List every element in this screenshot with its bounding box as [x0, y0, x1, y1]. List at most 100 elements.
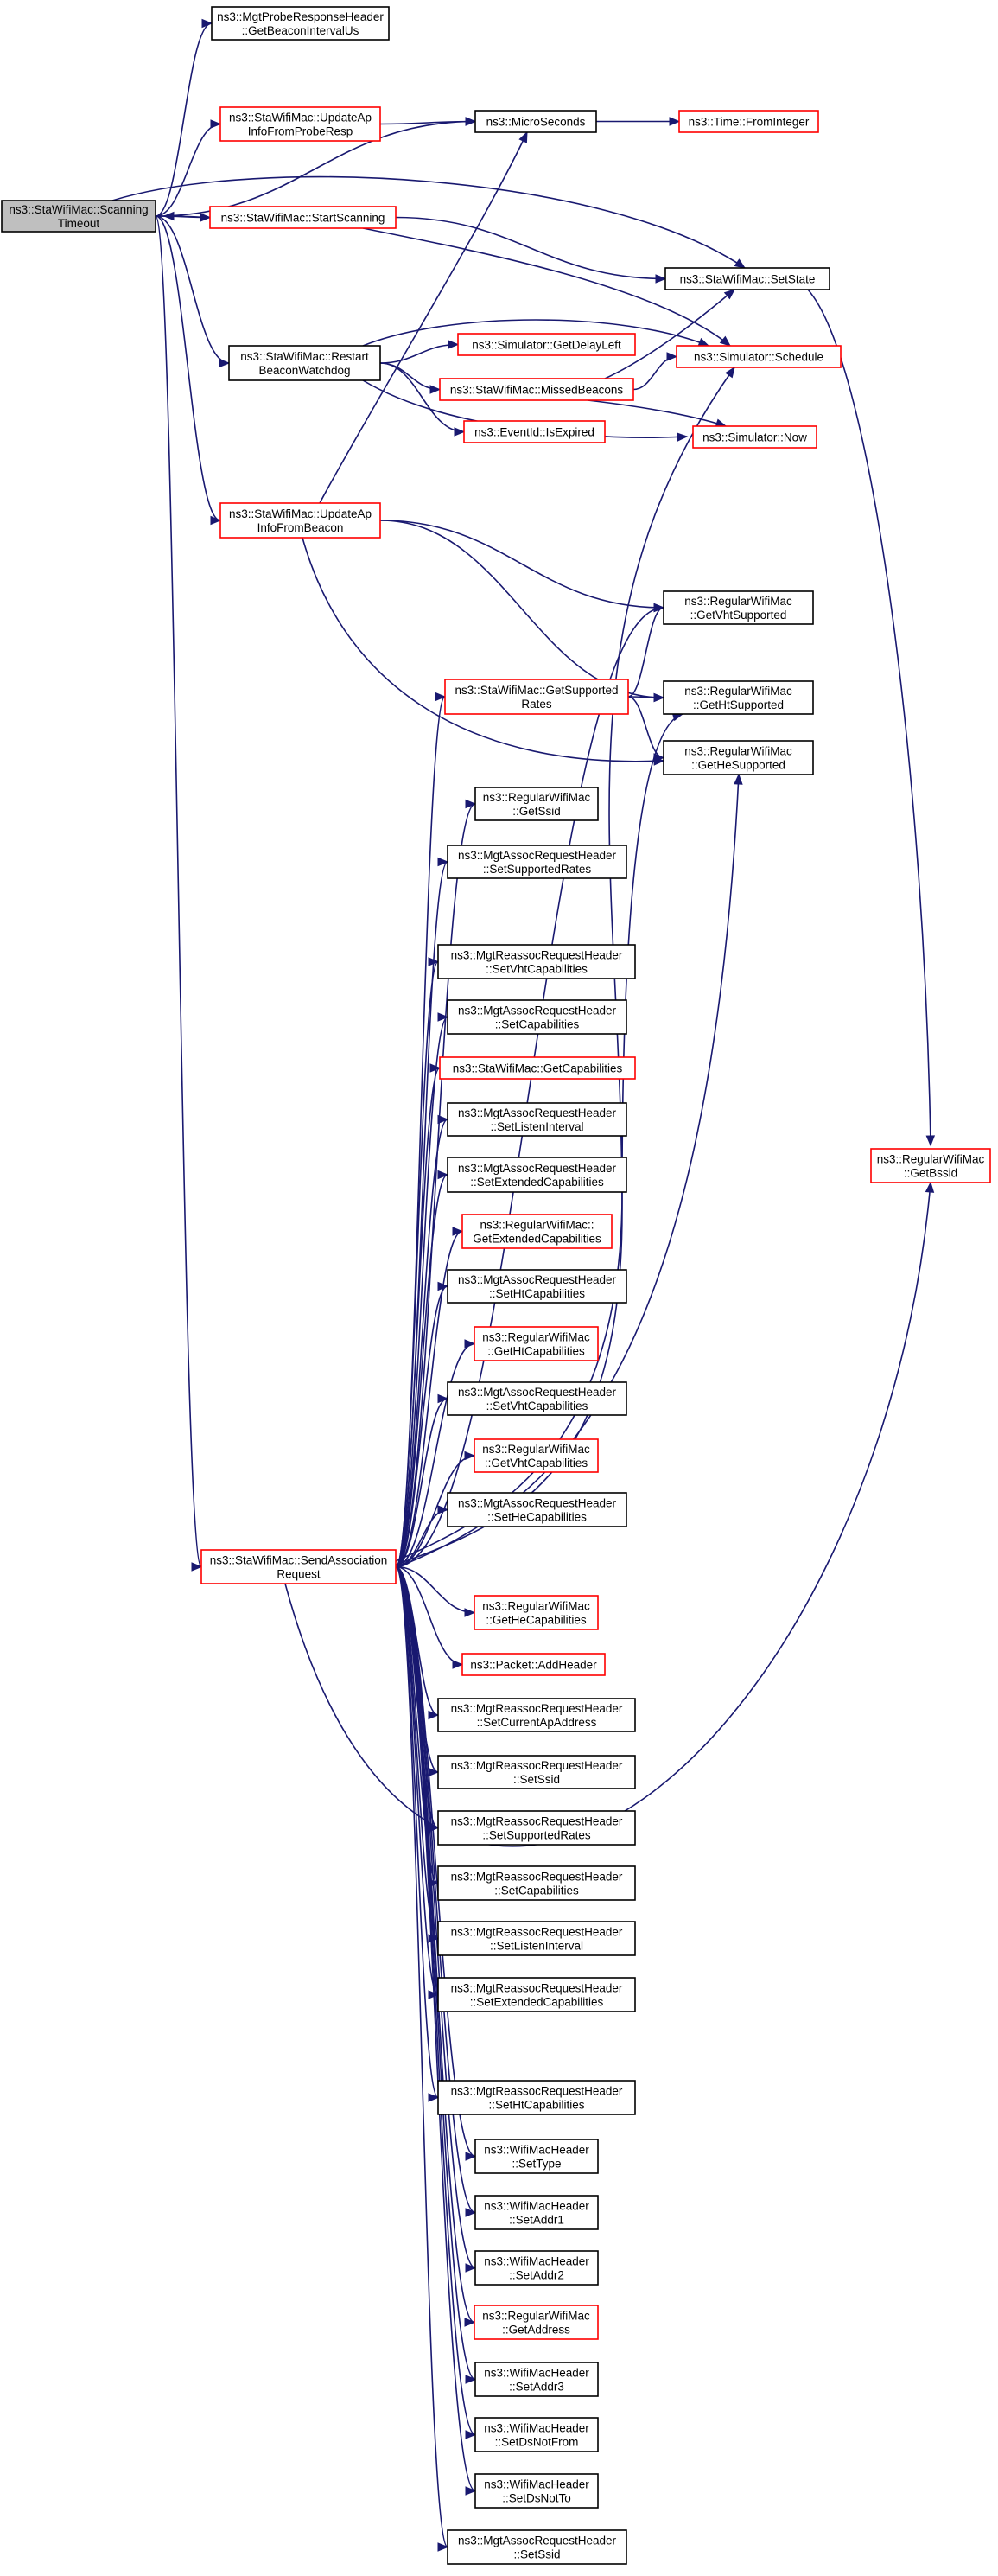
node-get_vht_supported[interactable]: ns3::RegularWifiMac::GetVhtSupported: [663, 590, 814, 625]
node-assoc_set_capabilities[interactable]: ns3::MgtAssocRequestHeader::SetCapabilit…: [447, 999, 627, 1035]
edge-send_assoc-to-reassoc_set_ht_cap: [395, 1565, 439, 2099]
node-get_he_cap[interactable]: ns3::RegularWifiMac::GetHeCapabilities: [474, 1595, 599, 1630]
node-label-line: ns3::Simulator::GetDelayLeft: [472, 339, 621, 352]
node-assoc_set_supported_rates[interactable]: ns3::MgtAssocRequestHeader::SetSupported…: [447, 845, 627, 879]
node-update_ap_probe[interactable]: ns3::StaWifiMac::UpdateApInfoFromProbeRe…: [219, 106, 381, 142]
arrowhead-restart_watchdog-to-get_delay_left: [448, 340, 460, 349]
node-box: [474, 110, 597, 133]
node-label-line: ns3::MgtReassocRequestHeader: [451, 2085, 623, 2098]
node-reassoc_set_ssid[interactable]: ns3::MgtReassocRequestHeader::SetSsid: [437, 1755, 636, 1789]
node-schedule[interactable]: ns3::Simulator::Schedule: [676, 345, 842, 368]
node-missed_beacons[interactable]: ns3::StaWifiMac::MissedBeacons: [439, 378, 634, 401]
edge-send_assoc-to-set_addr2: [395, 1565, 476, 2269]
node-get_beacon_interval[interactable]: ns3::MgtProbeResponseHeader::GetBeaconIn…: [211, 6, 390, 41]
node-set_ds_not_from[interactable]: ns3::WifiMacHeader::SetDsNotFrom: [474, 2417, 599, 2452]
node-now[interactable]: ns3::Simulator::Now: [692, 425, 817, 449]
node-start_scanning[interactable]: ns3::StaWifiMac::StartScanning: [209, 206, 397, 229]
arrowhead-send_assoc-to-set_ds_not_to: [465, 2486, 477, 2496]
node-is_expired[interactable]: ns3::EventId::IsExpired: [463, 420, 606, 443]
node-box: [474, 1326, 599, 1361]
node-assoc_set_ext_cap[interactable]: ns3::MgtAssocRequestHeader::SetExtendedC…: [447, 1157, 627, 1193]
edge-send_assoc-to-get_ext_cap: [395, 1230, 463, 1568]
node-set_addr3[interactable]: ns3::WifiMacHeader::SetAddr3: [474, 2362, 599, 2397]
node-label-line: ns3::MgtAssocRequestHeader: [458, 1386, 617, 1399]
arrowhead-send_assoc-to-assoc_set_ext_cap: [437, 1170, 449, 1180]
node-assoc_set_he_cap[interactable]: ns3::MgtAssocRequestHeader::SetHeCapabil…: [447, 1492, 627, 1527]
arrowhead-send_assoc-to-assoc_set_supported_rates: [437, 857, 449, 867]
node-reassoc_set_current_ap[interactable]: ns3::MgtReassocRequestHeader::SetCurrent…: [437, 1698, 636, 1732]
node-set_addr2[interactable]: ns3::WifiMacHeader::SetAddr2: [474, 2250, 599, 2286]
node-reassoc_set_ext_cap[interactable]: ns3::MgtReassocRequestHeader::SetExtende…: [437, 1977, 636, 2012]
node-set_type[interactable]: ns3::WifiMacHeader::SetType: [474, 2139, 599, 2174]
node-assoc_set_vht_cap[interactable]: ns3::MgtAssocRequestHeader::SetVhtCapabi…: [447, 1381, 627, 1416]
node-get_bssid[interactable]: ns3::RegularWifiMac::GetBssid: [870, 1148, 991, 1183]
node-set_state[interactable]: ns3::StaWifiMac::SetState: [664, 267, 830, 290]
node-label-line: ns3::WifiMacHeader: [484, 2200, 589, 2213]
edge-send_assoc-to-set_ds_not_to: [395, 1565, 476, 2492]
node-label-line: ns3::MgtAssocRequestHeader: [458, 849, 617, 862]
node-box: [219, 502, 381, 539]
node-label-line: ns3::RegularWifiMac: [482, 1600, 590, 1613]
node-get_vht_cap[interactable]: ns3::RegularWifiMac::GetVhtCapabilities: [474, 1438, 599, 1473]
node-box: [437, 1698, 636, 1732]
node-add_header[interactable]: ns3::Packet::AddHeader: [461, 1653, 606, 1676]
node-from_integer[interactable]: ns3::Time::FromInteger: [678, 110, 819, 133]
node-label-line: ::GetVhtSupported: [690, 609, 787, 622]
node-reassoc_set_ht_cap[interactable]: ns3::MgtReassocRequestHeader::SetHtCapab…: [437, 2080, 636, 2115]
node-box: [461, 1653, 606, 1676]
node-label-line: ns3::RegularWifiMac: [482, 1443, 590, 1456]
arrowhead-send_assoc-to-assoc_set_listen: [437, 1114, 449, 1125]
node-set_ds_not_to[interactable]: ns3::WifiMacHeader::SetDsNotTo: [474, 2473, 599, 2509]
node-set_addr1[interactable]: ns3::WifiMacHeader::SetAddr1: [474, 2195, 599, 2230]
arrowhead-start_scanning-to-set_state: [655, 274, 667, 284]
edge-missed_beacons-to-schedule: [632, 355, 677, 391]
arrowhead-scanning_timeout-to-send_assoc: [191, 1562, 203, 1572]
arrowhead-restart_watchdog-to-now: [677, 432, 689, 442]
node-reassoc_set_vht_cap[interactable]: ns3::MgtReassocRequestHeader::SetVhtCapa…: [437, 944, 636, 979]
node-label-line: ns3::RegularWifiMac: [877, 1153, 985, 1166]
node-box: [664, 267, 830, 290]
node-label-line: InfoFromProbeResp: [248, 125, 353, 138]
node-reassoc_set_capabilities[interactable]: ns3::MgtReassocRequestHeader::SetCapabil…: [437, 1865, 636, 1901]
node-assoc_set_listen[interactable]: ns3::MgtAssocRequestHeader::SetListenInt…: [447, 1102, 627, 1137]
node-get_delay_left[interactable]: ns3::Simulator::GetDelayLeft: [457, 333, 636, 356]
node-assoc_set_ssid[interactable]: ns3::MgtAssocRequestHeader::SetSsid: [447, 2529, 627, 2565]
arrowhead-send_assoc-to-reassoc_set_vht_cap: [428, 957, 440, 966]
edge-restart_watchdog-to-is_expired: [379, 362, 465, 433]
arrowhead-send_assoc-to-add_header: [452, 1660, 464, 1669]
node-label-line: ns3::WifiMacHeader: [484, 2144, 589, 2157]
node-label-line: ns3::StaWifiMac::SetState: [680, 273, 816, 286]
node-reassoc_set_supported_rates[interactable]: ns3::MgtReassocRequestHeader::SetSupport…: [437, 1810, 636, 1846]
node-label-line: Request: [277, 1568, 321, 1581]
edge-missed_beacons-to-now: [587, 399, 727, 427]
node-get_address[interactable]: ns3::RegularWifiMac::GetAddress: [474, 2305, 599, 2340]
node-label-line: ::SetListenInterval: [490, 1120, 583, 1133]
edge-scanning_timeout-to-restart_watchdog: [155, 215, 230, 364]
node-label-line: ::SetAddr3: [509, 2381, 564, 2394]
edge-update_ap_beacon-to-microseconds: [319, 131, 528, 504]
node-get_capabilities[interactable]: ns3::StaWifiMac::GetCapabilities: [439, 1056, 636, 1080]
node-get_ssid[interactable]: ns3::RegularWifiMac::GetSsid: [474, 787, 599, 821]
node-get_ext_cap[interactable]: ns3::RegularWifiMac::GetExtendedCapabili…: [461, 1214, 613, 1249]
node-box: [663, 590, 814, 625]
node-box: [663, 680, 814, 715]
node-get_ht_supported[interactable]: ns3::RegularWifiMac::GetHtSupported: [663, 680, 814, 715]
node-reassoc_set_listen[interactable]: ns3::MgtReassocRequestHeader::SetListenI…: [437, 1921, 636, 1956]
node-get_ht_cap[interactable]: ns3::RegularWifiMac::GetHtCapabilities: [474, 1326, 599, 1361]
node-label-line: ns3::MgtReassocRequestHeader: [451, 1759, 623, 1772]
node-box: [1, 200, 156, 233]
node-label-line: ::GetHeSupported: [691, 759, 785, 772]
node-microseconds[interactable]: ns3::MicroSeconds: [474, 110, 597, 133]
edge-send_assoc-to-assoc_set_ht_cap: [395, 1285, 448, 1568]
edge-send_assoc-to-get_bssid: [284, 1182, 931, 1847]
arrowhead-send_assoc-to-assoc_set_capabilities: [437, 1012, 449, 1022]
edge-get_supported_rates-to-get_he_supported: [627, 696, 664, 759]
node-assoc_set_ht_cap[interactable]: ns3::MgtAssocRequestHeader::SetHtCapabil…: [447, 1269, 627, 1304]
node-box: [444, 679, 629, 715]
node-get_he_supported[interactable]: ns3::RegularWifiMac::GetHeSupported: [663, 740, 814, 775]
